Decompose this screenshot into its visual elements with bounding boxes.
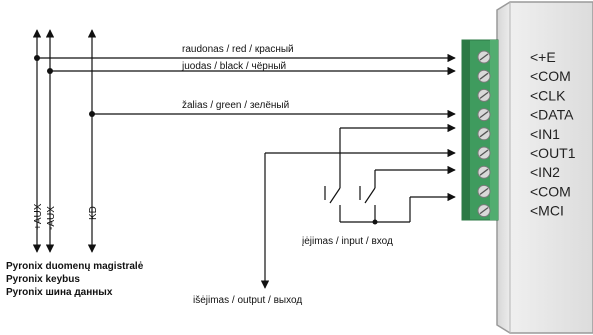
output-label: išėjimas / output / выход [193, 295, 302, 306]
screw-slot [479, 207, 489, 215]
terminal-label-mci: <MCI [530, 203, 564, 219]
bus-caption-line-2: Pyronix keybus [6, 274, 80, 285]
bus-caption-line-1: Pyronix duomenų magistralė [6, 261, 144, 272]
terminal-label-in2: <IN2 [530, 164, 560, 180]
terminal-label-com: <COM [530, 68, 571, 84]
screw-slot [479, 53, 489, 61]
kd-label: KD [88, 206, 99, 220]
terminal-label-clk: <CLK [530, 87, 566, 103]
terminal-label-com: <COM [530, 183, 571, 199]
minus-aux-label: -AUX [46, 206, 57, 230]
terminal-screws [477, 50, 491, 218]
screw-slot [479, 91, 489, 99]
screw-slot [479, 168, 489, 176]
bus-caption-line-3: Pyronix шина данных [6, 287, 113, 298]
green-wire-label: žalias / green / зелёный [182, 100, 289, 111]
junction-dot [372, 219, 378, 225]
plus-aux-label: +AUX [33, 203, 44, 230]
screw-slot [479, 130, 489, 138]
terminal-label-out1: <OUT1 [530, 145, 576, 161]
terminal-label-plus-e: <+E [530, 49, 556, 65]
input-label: įėjimas / input / вход [302, 236, 393, 247]
screw-slot [479, 72, 489, 80]
in2-contact [359, 165, 456, 222]
screw-slot [479, 149, 489, 157]
terminal-label-data: <DATA [530, 107, 574, 123]
screw-slot [479, 187, 489, 195]
in1-contact [324, 123, 456, 222]
black-wire-label: juodas / black / чёрный [181, 61, 286, 72]
output-wire [260, 148, 456, 289]
screw-slot [479, 111, 489, 119]
terminal-label-in1: <IN1 [530, 126, 560, 142]
terminal-labels: <+E <COM <CLK <DATA <IN1 <OUT1 <IN2 <COM <MCI [530, 49, 576, 219]
red-wire-label: raudonas / red / красный [182, 44, 294, 55]
module-housing [496, 1, 593, 334]
com-return-wire [340, 192, 456, 223]
